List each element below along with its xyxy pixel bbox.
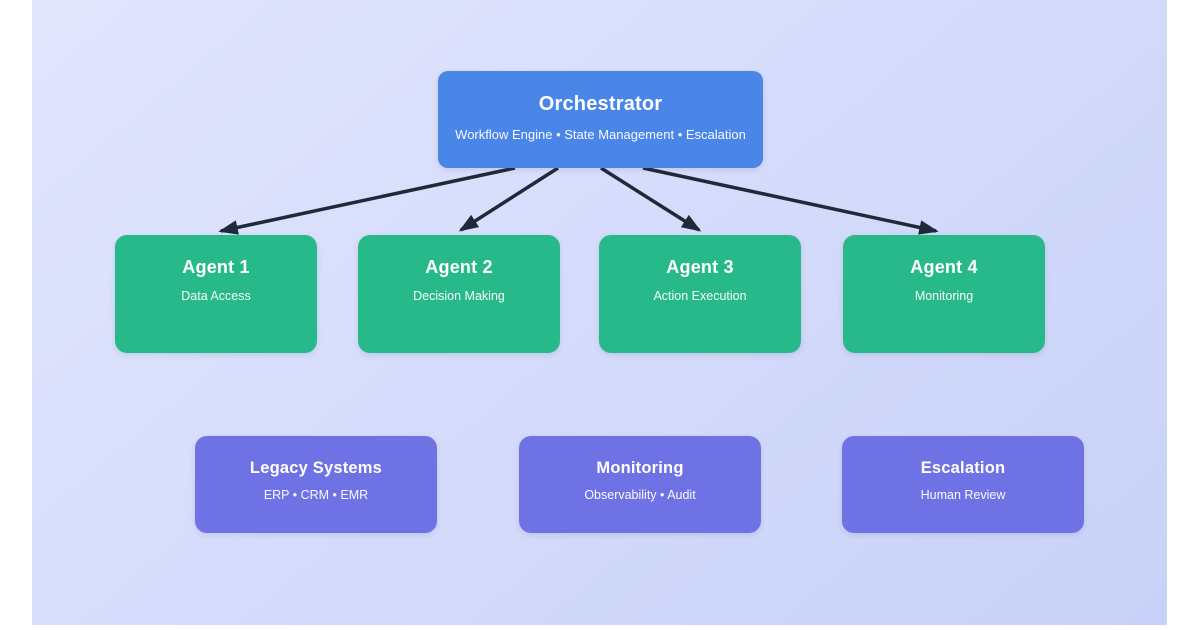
- agent2-node: Agent 2 Decision Making: [358, 235, 560, 353]
- escalation-node: Escalation Human Review: [842, 436, 1084, 533]
- orchestrator-subtitle: Workflow Engine • State Management • Esc…: [455, 127, 746, 142]
- agent1-title: Agent 1: [182, 257, 250, 277]
- agent1-node: Agent 1 Data Access: [115, 235, 317, 353]
- agent4-subtitle: Monitoring: [914, 289, 974, 303]
- legacy-systems-subtitle: ERP • CRM • EMR: [263, 488, 369, 502]
- orchestrator-title: Orchestrator: [538, 93, 663, 115]
- agent2-subtitle: Decision Making: [413, 289, 505, 303]
- agent3-node: Agent 3 Action Execution: [599, 235, 801, 353]
- monitoring-node: Monitoring Observability • Audit: [519, 436, 761, 533]
- escalation-title: Escalation: [920, 459, 1006, 477]
- agent3-title: Agent 3: [666, 257, 734, 277]
- agent4-node: Agent 4 Monitoring: [843, 235, 1045, 353]
- orchestrator-node: Orchestrator Workflow Engine • State Man…: [438, 71, 763, 168]
- monitoring-title: Monitoring: [596, 459, 684, 477]
- agent1-subtitle: Data Access: [181, 289, 251, 303]
- agent2-title: Agent 2: [425, 257, 493, 277]
- monitoring-subtitle: Observability • Audit: [584, 488, 696, 502]
- legacy-systems-node: Legacy Systems ERP • CRM • EMR: [195, 436, 437, 533]
- escalation-subtitle: Human Review: [920, 488, 1006, 502]
- agent3-subtitle: Action Execution: [653, 289, 747, 303]
- agent4-title: Agent 4: [910, 257, 978, 277]
- legacy-systems-title: Legacy Systems: [249, 459, 383, 477]
